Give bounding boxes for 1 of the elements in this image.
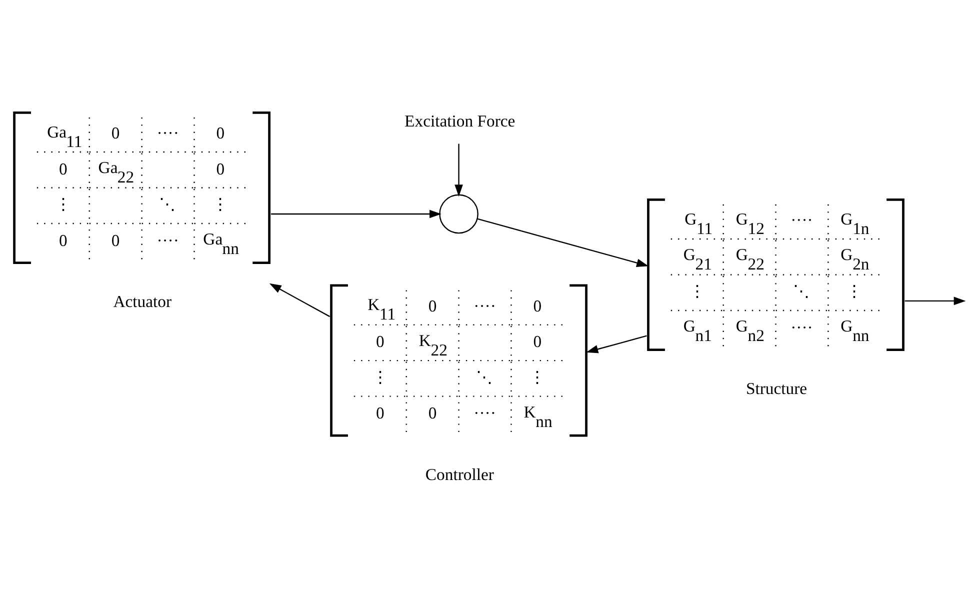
- node-text: Excitation Force: [404, 112, 516, 131]
